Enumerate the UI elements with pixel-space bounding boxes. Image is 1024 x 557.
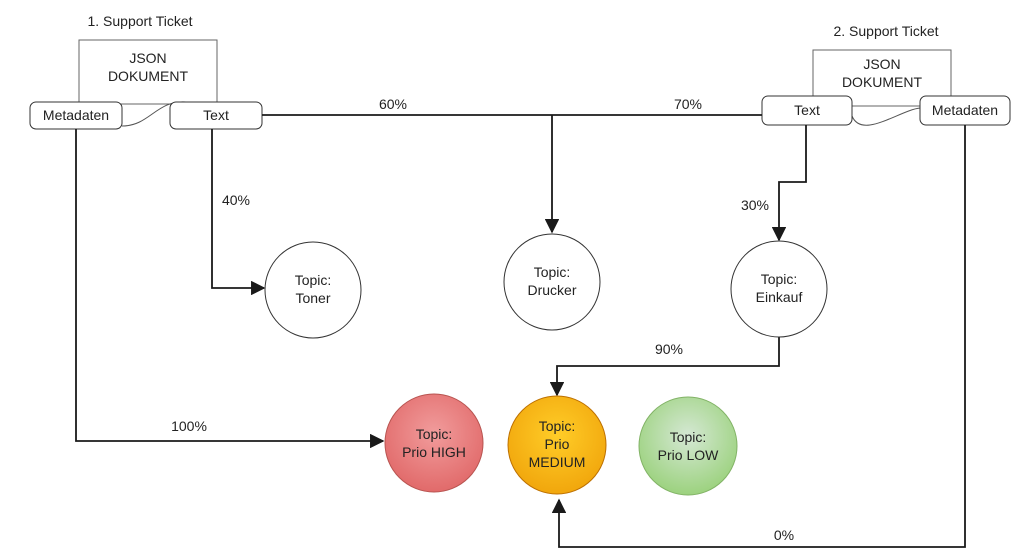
priority-medium: Topic: Prio MEDIUM [507,395,607,495]
priority-medium-label-line1: Topic: [539,418,576,434]
edge-t2-einkauf [771,125,807,242]
priority-low: Topic: Prio LOW [638,396,738,496]
priority-high-circle [384,393,484,493]
priority-medium-label-line2: Prio [545,436,570,452]
priority-low-circle [638,396,738,496]
ticket-1-json-label-line2: DOKUMENT [108,68,189,84]
edge-einkauf-medium [549,337,780,397]
edge-label-t2-einkauf: 30% [741,197,769,213]
topic-einkauf-circle [730,240,828,338]
topic-toner-label-line1: Topic: [295,272,332,288]
edge-label-einkauf-medium: 90% [655,341,683,357]
edge-label-t1-toner: 40% [222,192,250,208]
edge-label-meta2-medium: 0% [774,527,794,543]
ticket-2-metadata-label: Metadaten [932,102,998,118]
ticket-1-json-label-line1: JSON [129,50,166,66]
priority-low-label-line2: Prio LOW [658,447,719,463]
edge-label-meta1-high: 100% [171,418,207,434]
ticket-2-json-label-line2: DOKUMENT [842,74,923,90]
priority-high: Topic: Prio HIGH [384,393,484,493]
topic-drucker-label-line2: Drucker [527,282,576,298]
priority-medium-circle [507,395,607,495]
topic-drucker-label-line1: Topic: [534,264,571,280]
ticket-1-title: 1. Support Ticket [87,13,192,29]
ticket-1: 1. Support Ticket JSON DOKUMENT Metadate… [29,13,263,130]
edge-meta1-high [75,129,385,449]
priority-medium-label-line3: MEDIUM [529,454,586,470]
topic-drucker-circle [503,233,601,331]
topic-einkauf: Topic: Einkauf [730,240,828,338]
priority-low-label-line1: Topic: [670,429,707,445]
topic-drucker: Topic: Drucker [503,233,601,331]
ticket-2: 2. Support Ticket JSON DOKUMENT Text Met… [761,23,1011,126]
priority-high-label-line2: Prio HIGH [402,444,466,460]
priority-high-label-line1: Topic: [416,426,453,442]
topic-toner: Topic: Toner [264,241,362,339]
ticket-1-metadata-label: Metadaten [43,107,109,123]
ticket-1-json-document [78,39,218,105]
edge-meta2-medium [551,125,966,548]
edge-label-t2-drucker: 70% [674,96,702,112]
ticket-2-title: 2. Support Ticket [833,23,938,39]
topic-einkauf-label-line2: Einkauf [756,289,803,305]
topic-toner-label-line2: Toner [295,290,330,306]
ticket-2-json-label-line1: JSON [863,56,900,72]
ticket-1-text-label: Text [203,107,229,123]
ticket-2-text-label: Text [794,102,820,118]
edge-t1-toner [211,129,266,296]
ticket-2-text-box [761,95,853,126]
topic-toner-circle [264,241,362,339]
ticket-2-link-curve [851,107,921,126]
topic-einkauf-label-line1: Topic: [761,271,798,287]
edge-label-t1-drucker: 60% [379,96,407,112]
